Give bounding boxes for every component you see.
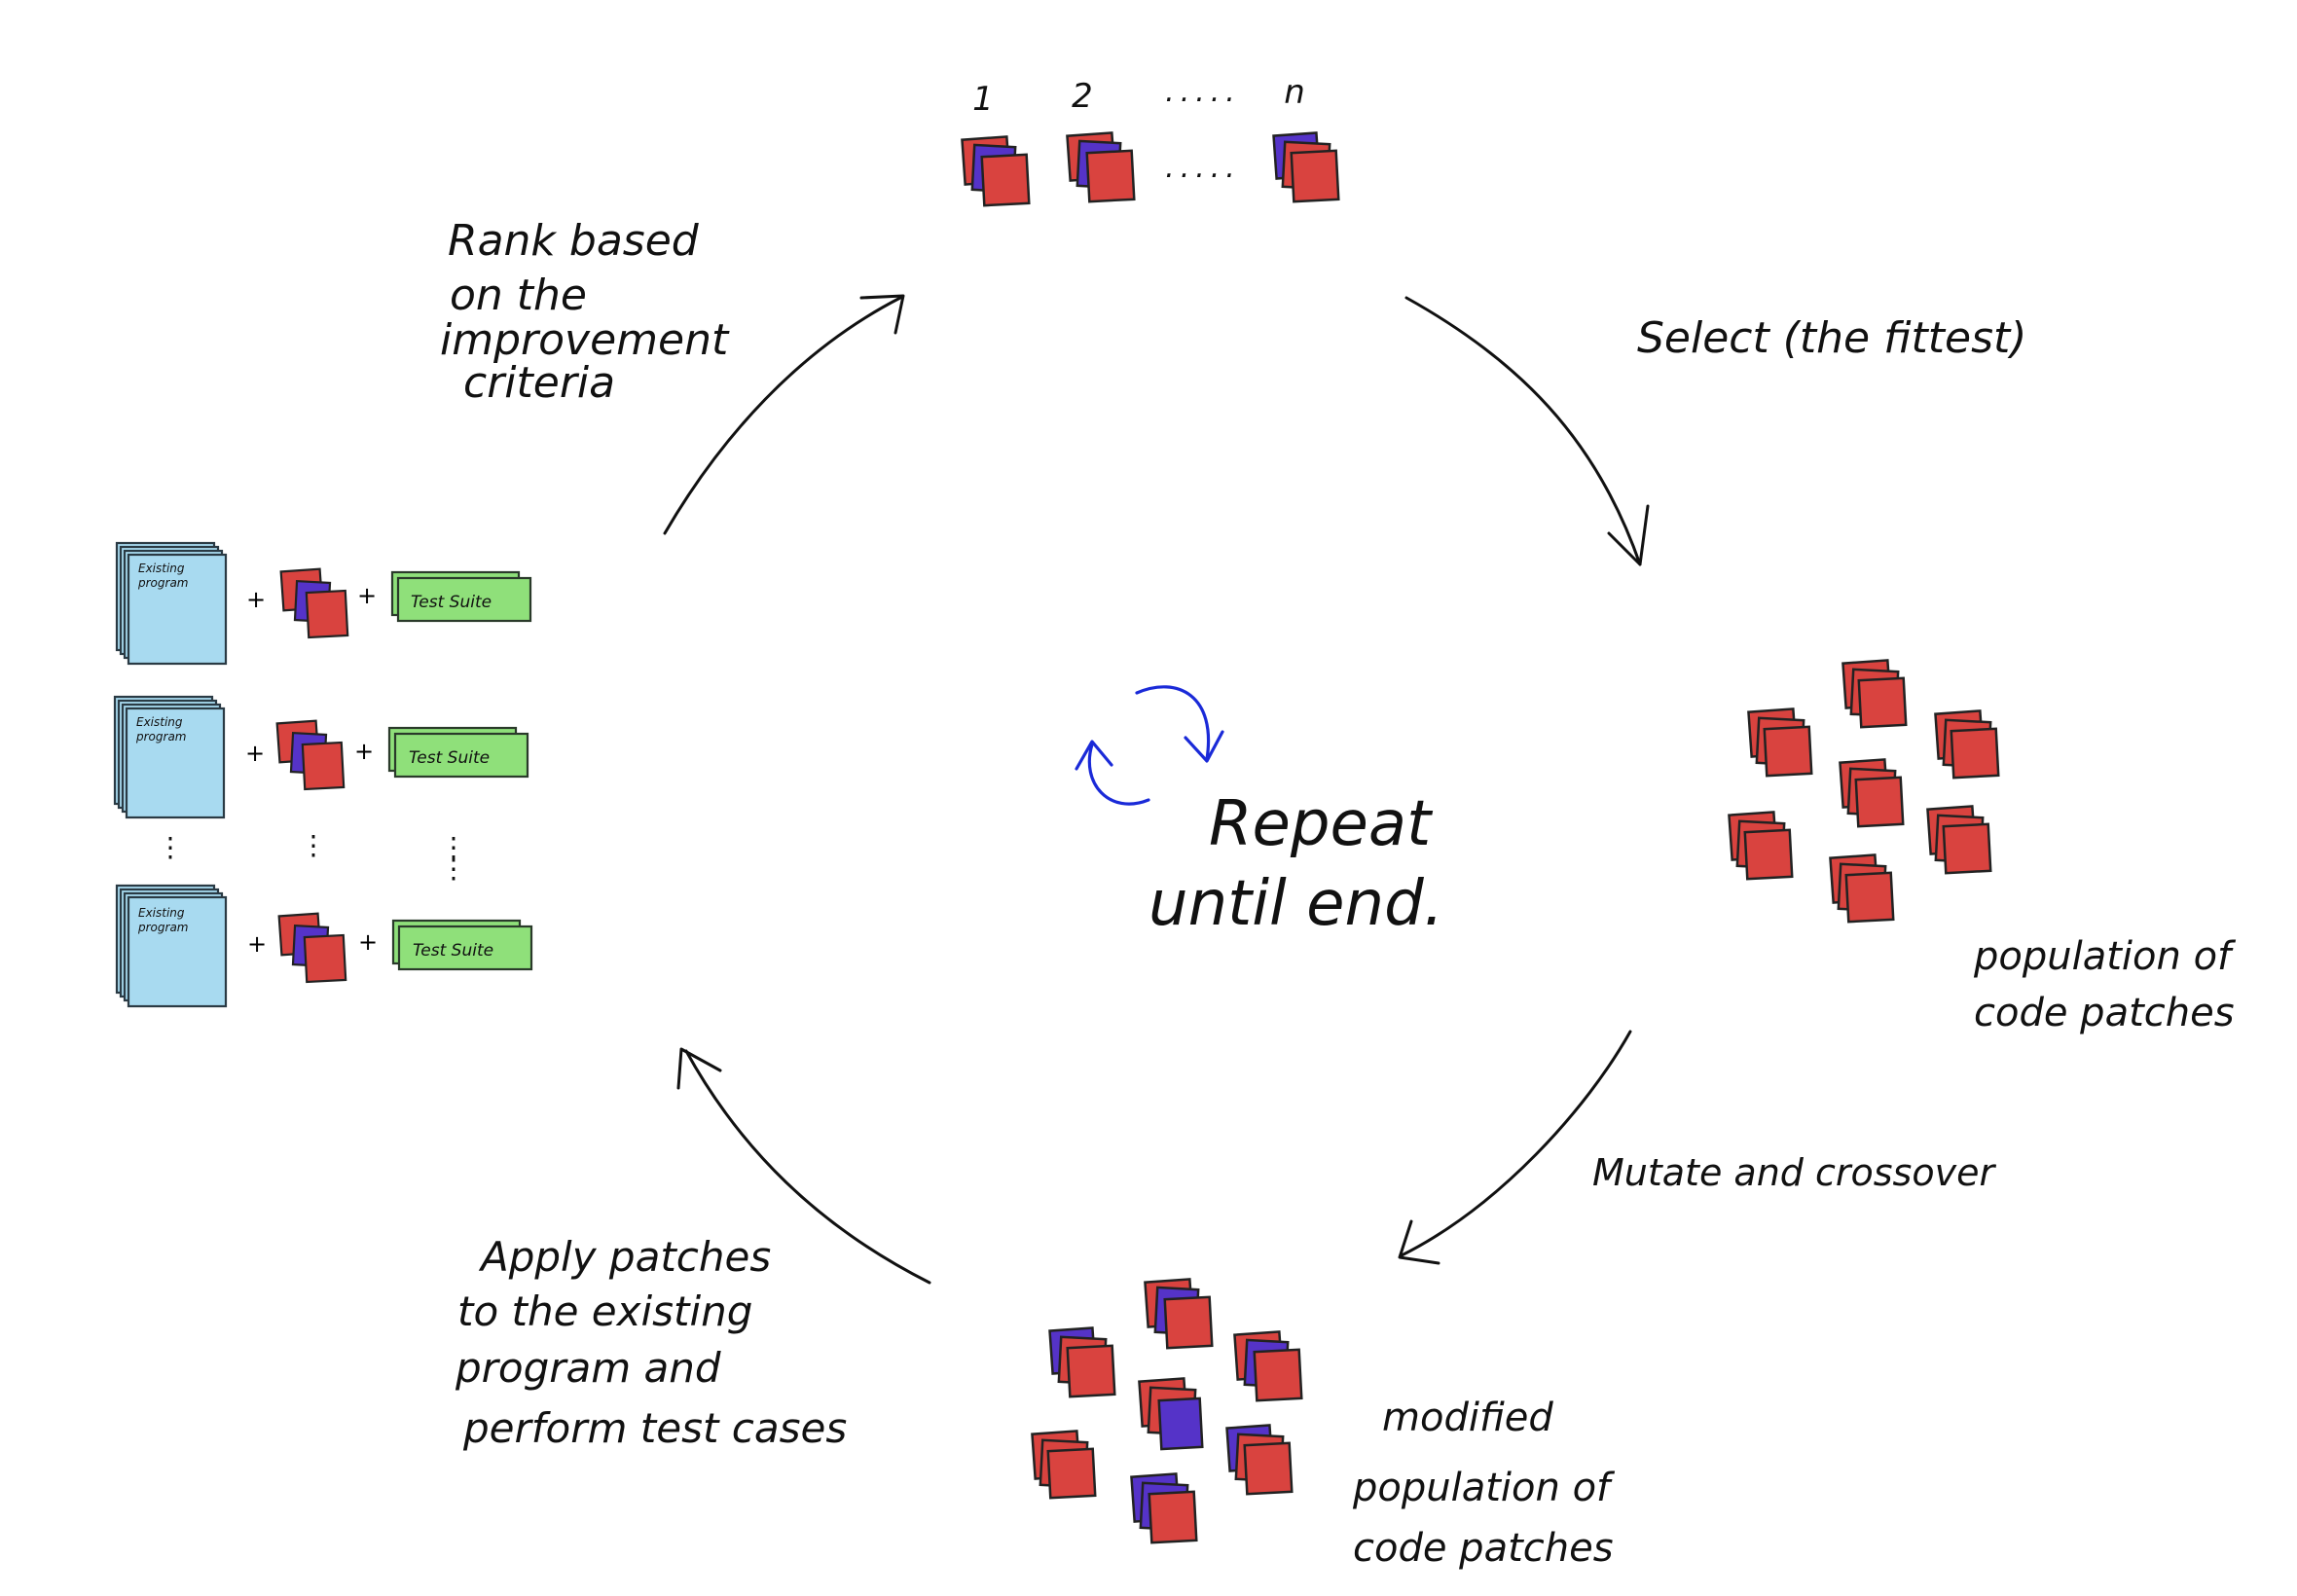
- select-label: Select (the fittest): [1637, 313, 2026, 363]
- vertical-ellipsis: ⋮: [300, 829, 327, 861]
- input-row-3: Existing program + + Test Suite: [115, 884, 533, 1008]
- population-patch-stack: [1926, 805, 1992, 875]
- input-row-1: Existing program + + Test Suite: [115, 541, 532, 666]
- plus-sign: +: [245, 740, 265, 767]
- input-ellipsis-row: ⋮ ⋮ ⋮ ⋮: [157, 829, 467, 885]
- arrow-mutate-head: [1398, 1219, 1440, 1265]
- arrow-rank: [663, 296, 902, 535]
- ranked-patch-stack-2: [1066, 131, 1136, 203]
- plus-sign: +: [358, 928, 378, 956]
- repeat-label: Repeat until end.: [1148, 788, 1451, 940]
- repeat-cycle-icon: [1075, 685, 1224, 806]
- population-label-line-1: population of: [1973, 934, 2237, 979]
- rank-label-line-3: improvement: [440, 315, 730, 365]
- input-row-2: Existing program + + Test Suite: [113, 695, 529, 819]
- rank-index-2: 2: [1072, 77, 1093, 116]
- test-suite-label: Test Suite: [409, 748, 490, 768]
- rank-index-n: n: [1284, 73, 1305, 112]
- modified-patch-stack: [1225, 1424, 1294, 1496]
- plus-sign: +: [247, 930, 267, 958]
- population-patch-stack: [1841, 659, 1908, 729]
- population-label: population of code patches: [1973, 934, 2243, 1035]
- population-patches: [1728, 659, 2000, 924]
- arrow-select: [1404, 296, 1642, 566]
- ranked-patch-stack-n: [1272, 131, 1340, 203]
- program-label-line-2: program: [137, 576, 189, 590]
- population-patch-stack: [1747, 707, 1813, 778]
- arrow-apply-head: [676, 1047, 722, 1090]
- vertical-ellipsis: ⋮: [440, 852, 467, 885]
- repeat-label-line-2: until end.: [1148, 868, 1443, 940]
- modified-label-line-1: modified: [1382, 1396, 1553, 1440]
- arrow-rank-head: [859, 294, 905, 335]
- program-label-line-2: program: [135, 730, 187, 744]
- population-patch-stack: [1934, 709, 2000, 780]
- modified-patch-stack: [1138, 1377, 1204, 1451]
- apply-label: Apply patches to the existing program an…: [455, 1233, 847, 1452]
- rank-ellipsis-top: .....: [1165, 75, 1241, 109]
- existing-program-stack: [115, 884, 228, 1008]
- rank-label: Rank based on the improvement criteria: [440, 216, 742, 408]
- rank-index-1: 1: [972, 80, 994, 119]
- apply-label-line-1: Apply patches: [478, 1233, 771, 1281]
- modified-label: modified population of code patches: [1352, 1396, 1622, 1571]
- rank-ellipsis-middle: .....: [1165, 151, 1241, 185]
- modified-patch-stack: [1031, 1430, 1097, 1500]
- rank-label-line-1: Rank based: [448, 216, 700, 266]
- repeat-arrow-bottom: [1087, 743, 1150, 806]
- test-suite-label: Test Suite: [411, 593, 492, 612]
- program-label-line-2: program: [137, 921, 189, 934]
- arrow-mutate: [1400, 1030, 1632, 1257]
- modified-patch-stack: [1048, 1326, 1116, 1398]
- modified-patch-stack: [1130, 1472, 1198, 1544]
- rank-label-line-4: criteria: [463, 358, 615, 408]
- plus-sign: +: [246, 586, 266, 613]
- population-patch-stack: [1728, 811, 1794, 881]
- vertical-ellipsis: ⋮: [157, 831, 184, 863]
- patch-stack: [279, 567, 349, 639]
- rank-label-line-2: on the: [450, 271, 587, 320]
- modified-patch-stack: [1144, 1278, 1214, 1350]
- repeat-arrow-bottom-head: [1075, 740, 1113, 771]
- repeat-label-line-1: Repeat: [1209, 788, 1434, 860]
- population-patch-stack: [1829, 853, 1895, 924]
- cycle-arrows: [663, 294, 1650, 1285]
- plus-sign: +: [354, 738, 374, 765]
- test-suite-label: Test Suite: [413, 941, 493, 961]
- patch-stack: [277, 912, 347, 984]
- program-label-line-1: Existing: [138, 906, 185, 920]
- arrow-select-head: [1607, 504, 1650, 566]
- arrow-apply: [684, 1049, 931, 1285]
- plus-sign: +: [357, 582, 377, 609]
- population-label-line-2: code patches: [1974, 991, 2235, 1035]
- mutate-label: Mutate and crossover: [1592, 1151, 1996, 1194]
- repeat-arrow-top: [1135, 685, 1211, 761]
- modified-patch-stack: [1233, 1330, 1303, 1402]
- program-label-line-1: Existing: [136, 715, 183, 729]
- apply-label-line-3: program and: [455, 1344, 721, 1392]
- modified-label-line-3: code patches: [1353, 1526, 1614, 1571]
- apply-label-line-4: perform test cases: [462, 1404, 847, 1452]
- modified-population-patches: [1031, 1278, 1303, 1544]
- patch-stack: [275, 719, 346, 791]
- modified-label-line-2: population of: [1352, 1466, 1616, 1510]
- population-patch-stack: [1839, 758, 1905, 828]
- ranked-patch-stack-1: [961, 135, 1031, 207]
- vertical-ellipsis: ⋮: [440, 831, 467, 863]
- apply-label-line-2: to the existing: [457, 1288, 752, 1335]
- repeat-arrow-top-head: [1184, 730, 1224, 763]
- program-label-line-1: Existing: [138, 562, 185, 575]
- ranked-patches: 1 2 ..... n .....: [961, 73, 1340, 207]
